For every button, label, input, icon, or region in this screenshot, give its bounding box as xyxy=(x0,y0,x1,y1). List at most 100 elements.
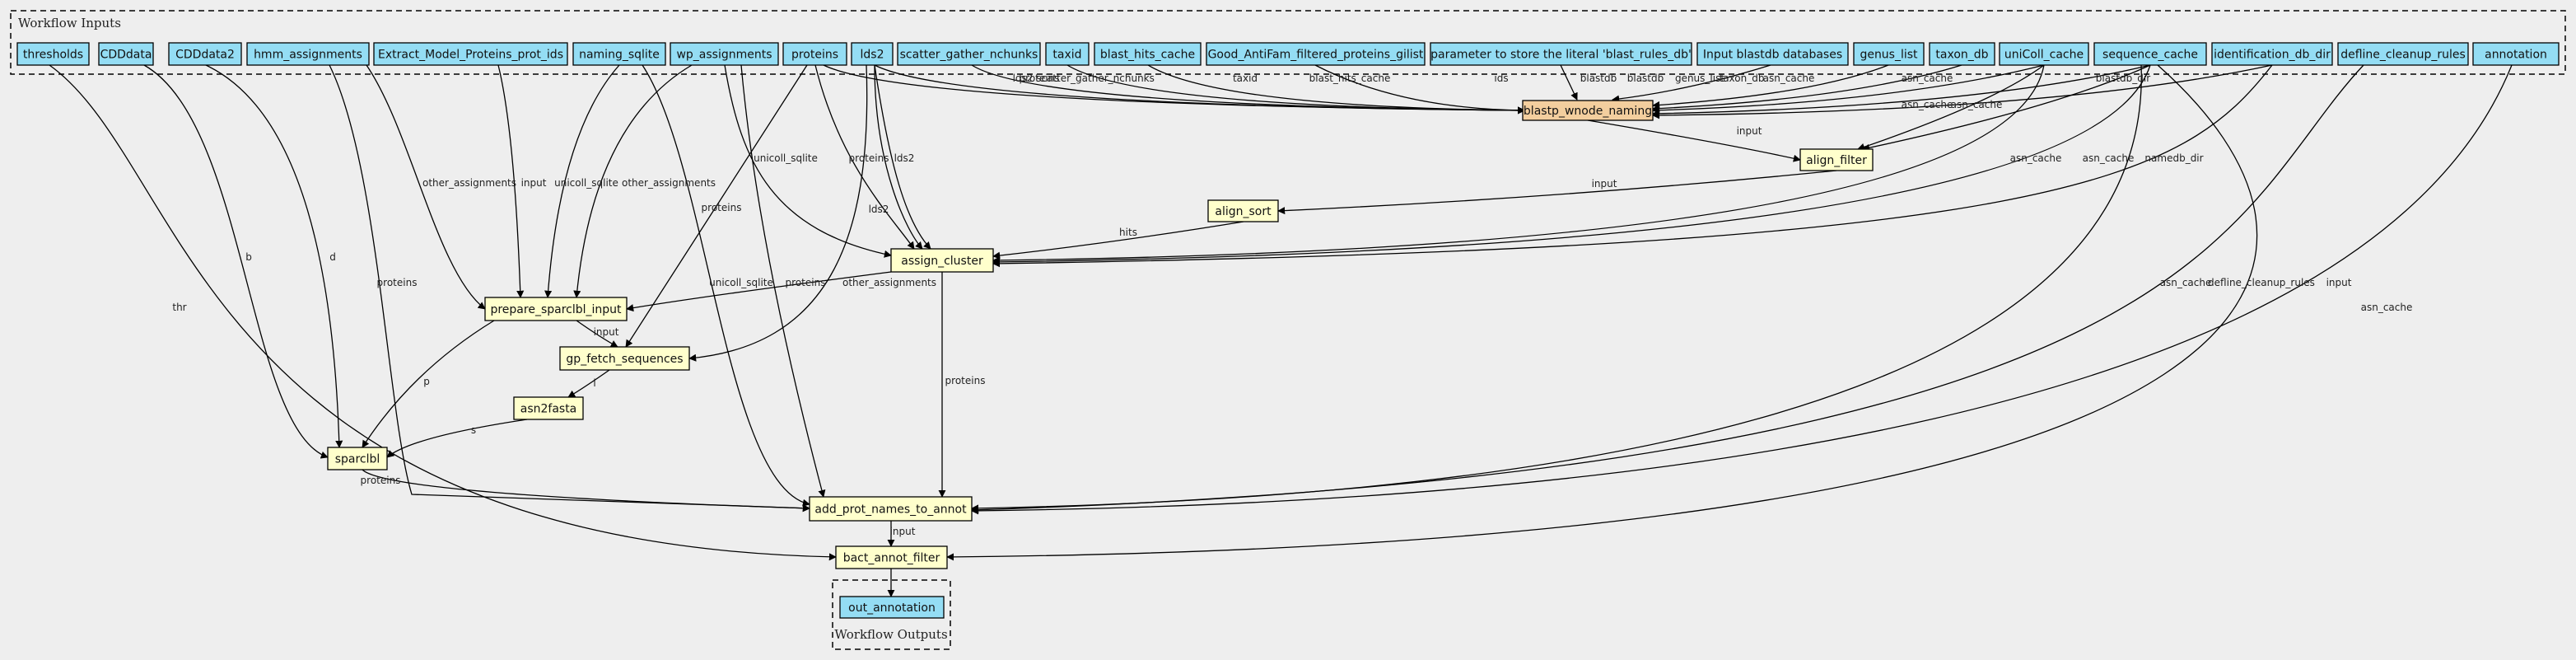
input-naming-sqlite-label: naming_sqlite xyxy=(579,49,660,62)
edge-label-ids: ids xyxy=(1494,73,1508,84)
input-defline-cleanup-rules-label: defline_cleanup_rules xyxy=(2340,49,2466,62)
input-cdddata2[interactable]: CDDdata2 xyxy=(168,42,242,66)
edge-label-input: input xyxy=(1592,178,1617,190)
input-extract-model-proteins-prot-ids-label: Extract_Model_Proteins_prot_ids xyxy=(378,49,563,62)
step-blastp-wnode-naming[interactable]: blastp_wnode_naming xyxy=(1522,100,1654,121)
edge-label-unicoll-sqlite: unicoll_sqlite xyxy=(754,152,818,164)
step-gp-fetch-sequences-label: gp_fetch_sequences xyxy=(566,353,683,366)
input-taxon-db[interactable]: taxon_db xyxy=(1929,42,1995,66)
input-cdddata[interactable]: CDDdata xyxy=(98,42,154,66)
edge-from-input-wp-assignments xyxy=(724,64,892,258)
input-annotation-label: annotation xyxy=(2485,49,2547,62)
edge-from-input-sequence-cache xyxy=(971,64,2142,513)
edge-label-proteins: proteins xyxy=(786,277,826,288)
edge-label-asn-cache: asn_cache xyxy=(1763,73,1815,84)
input-taxid[interactable]: taxid xyxy=(1045,42,1090,66)
input-scatter-gather-nchunks-label: scatter_gather_nchunks xyxy=(900,49,1038,62)
input-taxid-label: taxid xyxy=(1052,49,1081,62)
step-assign-cluster-label: assign_cluster xyxy=(901,255,983,268)
step-gp-fetch-sequences-box xyxy=(559,346,690,371)
edge-from-input-unicoll-cache xyxy=(992,64,2045,264)
workflow-inputs-title: Workflow Inputs xyxy=(18,16,121,30)
input-parameter-to-store-the-literal-blast-rules-db[interactable]: parameter to store the literal 'blast_ru… xyxy=(1430,42,1692,66)
edge-from-input-genus-list xyxy=(1652,64,1889,109)
input-scatter-gather-nchunks[interactable]: scatter_gather_nchunks xyxy=(897,42,1041,66)
input-taxid-box xyxy=(1045,42,1090,66)
input-scatter-gather-nchunks-box xyxy=(897,42,1041,66)
edge-from-input-good-antifam-filtered-proteins-gilist xyxy=(1314,64,1525,115)
edge-from-input-sequence-cache xyxy=(1652,64,2151,118)
input-genus-list-box xyxy=(1853,42,1925,66)
edge-from-input-sequence-cache xyxy=(1862,64,2151,152)
input-taxon-db-label: taxon_db xyxy=(1935,49,1988,62)
input-extract-model-proteins-prot-ids[interactable]: Extract_Model_Proteins_prot_ids xyxy=(373,42,568,66)
step-align-sort[interactable]: align_sort xyxy=(1207,199,1279,222)
input-good-antifam-filtered-proteins-gilist-label: Good_AntiFam_filtered_proteins_gilist xyxy=(1208,49,1424,62)
input-good-antifam-filtered-proteins-gilist[interactable]: Good_AntiFam_filtered_proteins_gilist xyxy=(1206,42,1426,66)
edge-from-input-lds2 xyxy=(874,64,931,250)
input-identification-db-dir[interactable]: identification_db_dir xyxy=(2211,42,2333,66)
step-bact-annot-filter-box xyxy=(835,545,948,569)
input-cdddata-box xyxy=(98,42,154,66)
input-lds2[interactable]: lds2 xyxy=(851,42,894,66)
step-prepare-sparclbl-input-box xyxy=(484,297,628,321)
output-out-annotation[interactable]: out_annotation xyxy=(839,596,945,619)
step-prepare-sparclbl-input[interactable]: prepare_sparclbl_input xyxy=(484,297,628,321)
input-thresholds[interactable]: thresholds xyxy=(16,42,90,66)
input-hmm-assignments[interactable]: hmm_assignments xyxy=(246,42,370,66)
input-annotation[interactable]: annotation xyxy=(2472,42,2560,66)
step-gp-fetch-sequences[interactable]: gp_fetch_sequences xyxy=(559,346,690,371)
input-unicoll-cache-box xyxy=(1999,42,2089,66)
edge-label-other-assignments: other_assignments xyxy=(622,177,716,189)
step-align-filter[interactable]: align_filter xyxy=(1799,148,1874,171)
edge-from-step-gp-fetch-sequences xyxy=(567,369,610,398)
edge-label-asn-cache: asn_cache xyxy=(2160,277,2212,288)
edge-from-input-wp-assignments xyxy=(573,64,693,298)
input-input-blastdb-databases[interactable]: Input blastdb databases xyxy=(1696,42,1849,66)
edge-from-input-identification-db-dir xyxy=(992,64,2273,268)
workflow-inputs-cluster xyxy=(10,10,2566,75)
input-proteins[interactable]: proteins xyxy=(782,42,847,66)
step-asn2fasta[interactable]: asn2fasta xyxy=(513,396,584,420)
edge-label-taxon-db: taxon_db xyxy=(1720,73,1765,84)
edge-label-proteins: proteins xyxy=(1020,73,1060,84)
edge-from-input-defline-cleanup-rules xyxy=(971,64,2364,514)
edge-label-genus-list: genus_list xyxy=(1675,73,1724,84)
edge-label-input: input xyxy=(1737,125,1762,137)
edge-from-input-unicoll-cache xyxy=(1857,64,2045,151)
edge-from-step-prepare-sparclbl-input xyxy=(362,320,495,448)
step-add-prot-names-to-annot[interactable]: add_prot_names_to_annot xyxy=(809,496,973,522)
input-genus-list-label: genus_list xyxy=(1860,49,1918,62)
edge-from-input-hmm-assignments xyxy=(329,64,810,513)
input-wp-assignments[interactable]: wp_assignments xyxy=(670,42,779,66)
edge-from-input-identification-db-dir xyxy=(1652,64,2273,119)
edge-label-asn-cache: asn_cache xyxy=(1902,99,1953,110)
input-sequence-cache[interactable]: sequence_cache xyxy=(2093,42,2207,66)
input-unicoll-cache[interactable]: uniColl_cache xyxy=(1999,42,2089,66)
edge-from-step-align-filter xyxy=(1277,170,1837,215)
input-defline-cleanup-rules[interactable]: defline_cleanup_rules xyxy=(2337,42,2469,66)
edge-from-input-lds2 xyxy=(688,64,868,362)
edge-label-thr: thr xyxy=(172,302,186,313)
edge-label-input: input xyxy=(2326,277,2352,288)
step-prepare-sparclbl-input-label: prepare_sparclbl_input xyxy=(490,303,622,316)
input-blast-hits-cache[interactable]: blast_hits_cache xyxy=(1094,42,1202,66)
nodes-layer: thresholds CDDdata CDDdata2 hmm_assignments… xyxy=(16,42,2560,619)
edge-from-input-naming-sqlite xyxy=(544,64,620,298)
input-genus-list[interactable]: genus_list xyxy=(1853,42,1925,66)
input-identification-db-dir-box xyxy=(2211,42,2333,66)
input-naming-sqlite[interactable]: naming_sqlite xyxy=(572,42,666,66)
step-sparclbl[interactable]: sparclbl xyxy=(327,447,388,470)
input-lds2-label: lds2 xyxy=(861,49,884,62)
edge-from-input-lds2 xyxy=(874,64,923,250)
edge-label-asn-cache: asn_cache xyxy=(2010,152,2062,164)
step-bact-annot-filter[interactable]: bact_annot_filter xyxy=(835,545,948,569)
workflow-outputs-title: Workflow Outputs xyxy=(834,627,947,642)
edge-label-proteins: proteins xyxy=(377,277,418,288)
input-cdddata2-label: CDDdata2 xyxy=(175,49,235,62)
input-input-blastdb-databases-box xyxy=(1696,42,1849,66)
edge-from-input-taxid xyxy=(1066,64,1525,115)
step-assign-cluster[interactable]: assign_cluster xyxy=(890,248,994,273)
edge-from-input-naming-sqlite xyxy=(642,64,810,507)
edge-from-input-taxon-db xyxy=(1652,64,1962,113)
